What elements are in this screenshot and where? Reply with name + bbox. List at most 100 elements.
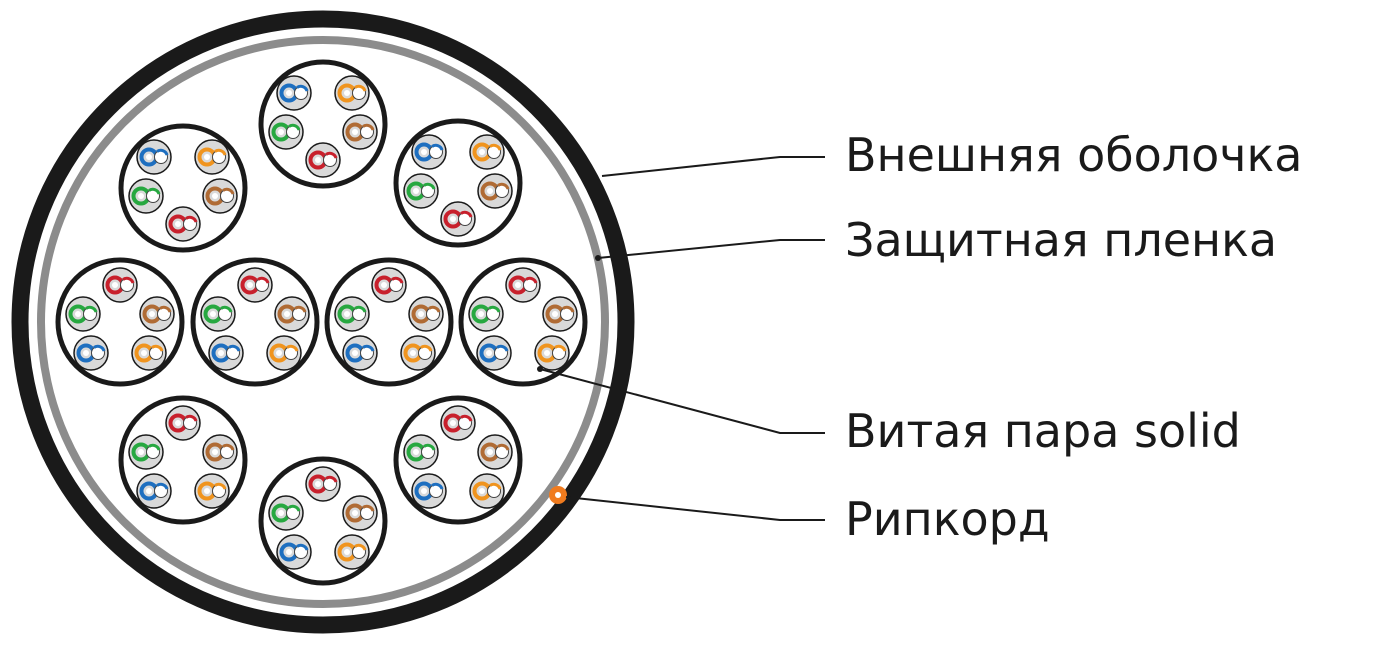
label-twisted-pair: Витая пара solid [845, 404, 1241, 458]
conductor-core [112, 282, 118, 288]
twisted-pair-green [268, 495, 304, 531]
conductor-stripe [286, 344, 299, 352]
conductor-core [204, 488, 210, 494]
conductor-stripe [460, 414, 473, 422]
conductor-stripe [431, 482, 444, 490]
conductor-core [315, 157, 321, 163]
conductor-core [212, 449, 218, 455]
conductor-stripe [151, 344, 164, 352]
twisted-pair-green [403, 434, 439, 470]
conductor-core [413, 188, 419, 194]
twisted-pair-green [334, 296, 370, 332]
conductor-core [247, 282, 253, 288]
conductor-stripe [362, 123, 375, 131]
conductor-stripe [460, 210, 473, 218]
conductor-stripe [185, 215, 198, 223]
twisted-pair-green [200, 296, 236, 332]
twisted-pair-blue [276, 534, 312, 570]
twisted-pair-brown [202, 434, 238, 470]
conductor-stripe [288, 123, 301, 131]
conductor-stripe [431, 143, 444, 151]
conductor-core [352, 350, 358, 356]
twisted-pair-blue [276, 75, 312, 111]
conductor-stripe [85, 305, 98, 313]
conductor-stripe [148, 443, 161, 451]
conductor-stripe [497, 443, 510, 451]
conductor-core [212, 193, 218, 199]
conductor-core [544, 350, 550, 356]
conductor-stripe [420, 344, 433, 352]
pair-unit [324, 257, 454, 387]
leader-ripcord [565, 496, 825, 521]
conductor-stripe [497, 182, 510, 190]
label-outer-jacket: Внешняя оболочка [845, 128, 1303, 182]
conductor-core [276, 350, 282, 356]
conductor-core [175, 420, 181, 426]
twisted-pair-orange [334, 75, 370, 111]
conductor-core [515, 282, 521, 288]
twisted-pair-blue [136, 139, 172, 175]
conductor-core [344, 90, 350, 96]
conductor-stripe [296, 84, 309, 92]
twisted-pair-green [128, 178, 164, 214]
pair-unit [118, 395, 248, 525]
conductor-stripe [489, 143, 502, 151]
conductor-stripe [362, 504, 375, 512]
conductor-core [75, 311, 81, 317]
conductor-stripe [391, 276, 404, 284]
conductor-stripe [222, 443, 235, 451]
conductor-stripe [294, 305, 307, 313]
conductor-core [146, 154, 152, 160]
conductor-stripe [496, 344, 509, 352]
conductor-stripe [423, 182, 436, 190]
twisted-pair-blue [411, 473, 447, 509]
conductor-stripe [122, 276, 135, 284]
twisted-pair-orange [400, 335, 436, 371]
twisted-pair-blue [136, 473, 172, 509]
conductor-stripe [562, 305, 575, 313]
pair-unit [118, 123, 248, 253]
twisted-pair-orange [194, 473, 230, 509]
twisted-pair-red [237, 267, 273, 303]
twisted-pair-brown [342, 495, 378, 531]
conductor-core [344, 549, 350, 555]
label-ripcord: Рипкорд [845, 492, 1050, 546]
conductor-stripe [428, 305, 441, 313]
conductor-stripe [325, 475, 338, 483]
twisted-pair-green [128, 434, 164, 470]
twisted-pair-red [440, 201, 476, 237]
twisted-pair-orange [334, 534, 370, 570]
twisted-pair-red [371, 267, 407, 303]
conductor-core [138, 193, 144, 199]
conductor-core [410, 350, 416, 356]
conductor-stripe [214, 482, 227, 490]
conductor-core [479, 149, 485, 155]
twisted-pair-red [165, 405, 201, 441]
conductor-core [149, 311, 155, 317]
twisted-pair-red [505, 267, 541, 303]
conductor-stripe [257, 276, 270, 284]
conductor-core [552, 311, 558, 317]
twisted-pair-blue [73, 335, 109, 371]
conductor-stripe [296, 543, 309, 551]
conductor-core [278, 510, 284, 516]
conductor-core [315, 481, 321, 487]
twisted-pair-orange [534, 335, 570, 371]
pair-unit [55, 257, 185, 387]
leader-dot-pair [537, 366, 543, 372]
twisted-pair-blue [411, 134, 447, 170]
conductor-stripe [222, 187, 235, 195]
twisted-pair-red [305, 142, 341, 178]
twisted-pair-green [468, 296, 504, 332]
pair-unit [258, 59, 388, 189]
conductor-stripe [423, 443, 436, 451]
twisted-pair-red [102, 267, 138, 303]
conductor-stripe [325, 151, 338, 159]
conductor-core [141, 350, 147, 356]
conductor-stripe [214, 148, 227, 156]
pair-unit [258, 456, 388, 586]
twisted-pair-orange [194, 139, 230, 175]
twisted-pair-orange [469, 134, 505, 170]
